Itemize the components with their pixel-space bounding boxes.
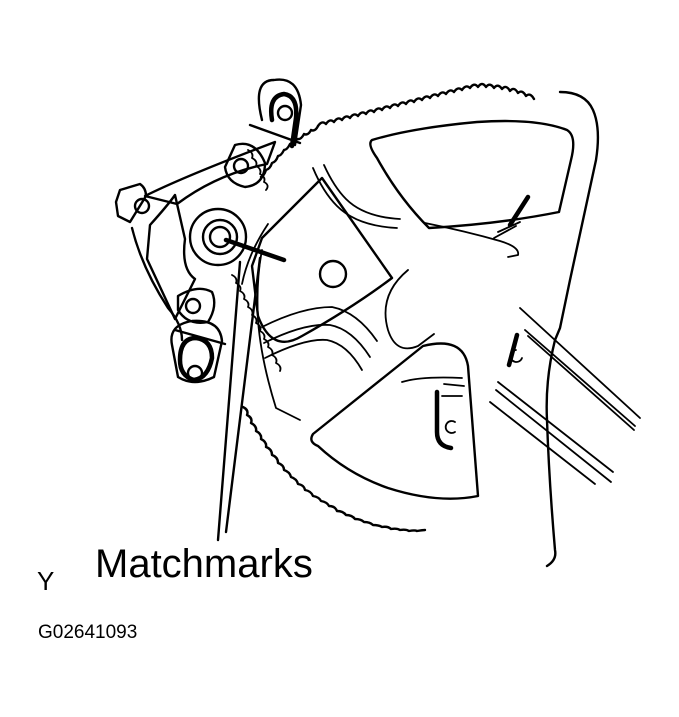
sector-hole bbox=[318, 259, 348, 289]
figure-id: G02641093 bbox=[38, 622, 138, 643]
arm-curves bbox=[261, 164, 401, 371]
lower-bracket bbox=[401, 376, 465, 451]
view-letter: Y bbox=[37, 566, 55, 596]
pinion-bracket bbox=[114, 78, 303, 384]
center-boss bbox=[384, 269, 435, 350]
regulator-rails bbox=[489, 307, 641, 485]
sector-window-lower bbox=[310, 342, 480, 500]
matchmark-leaders bbox=[216, 223, 287, 542]
sector-gear bbox=[241, 82, 600, 568]
pinion-outer-ring bbox=[188, 207, 248, 267]
upper-bracket bbox=[424, 194, 531, 258]
sector-window-left bbox=[250, 176, 394, 343]
sector-window-upper bbox=[369, 119, 575, 230]
matchmarks-label: Matchmarks bbox=[95, 542, 313, 586]
